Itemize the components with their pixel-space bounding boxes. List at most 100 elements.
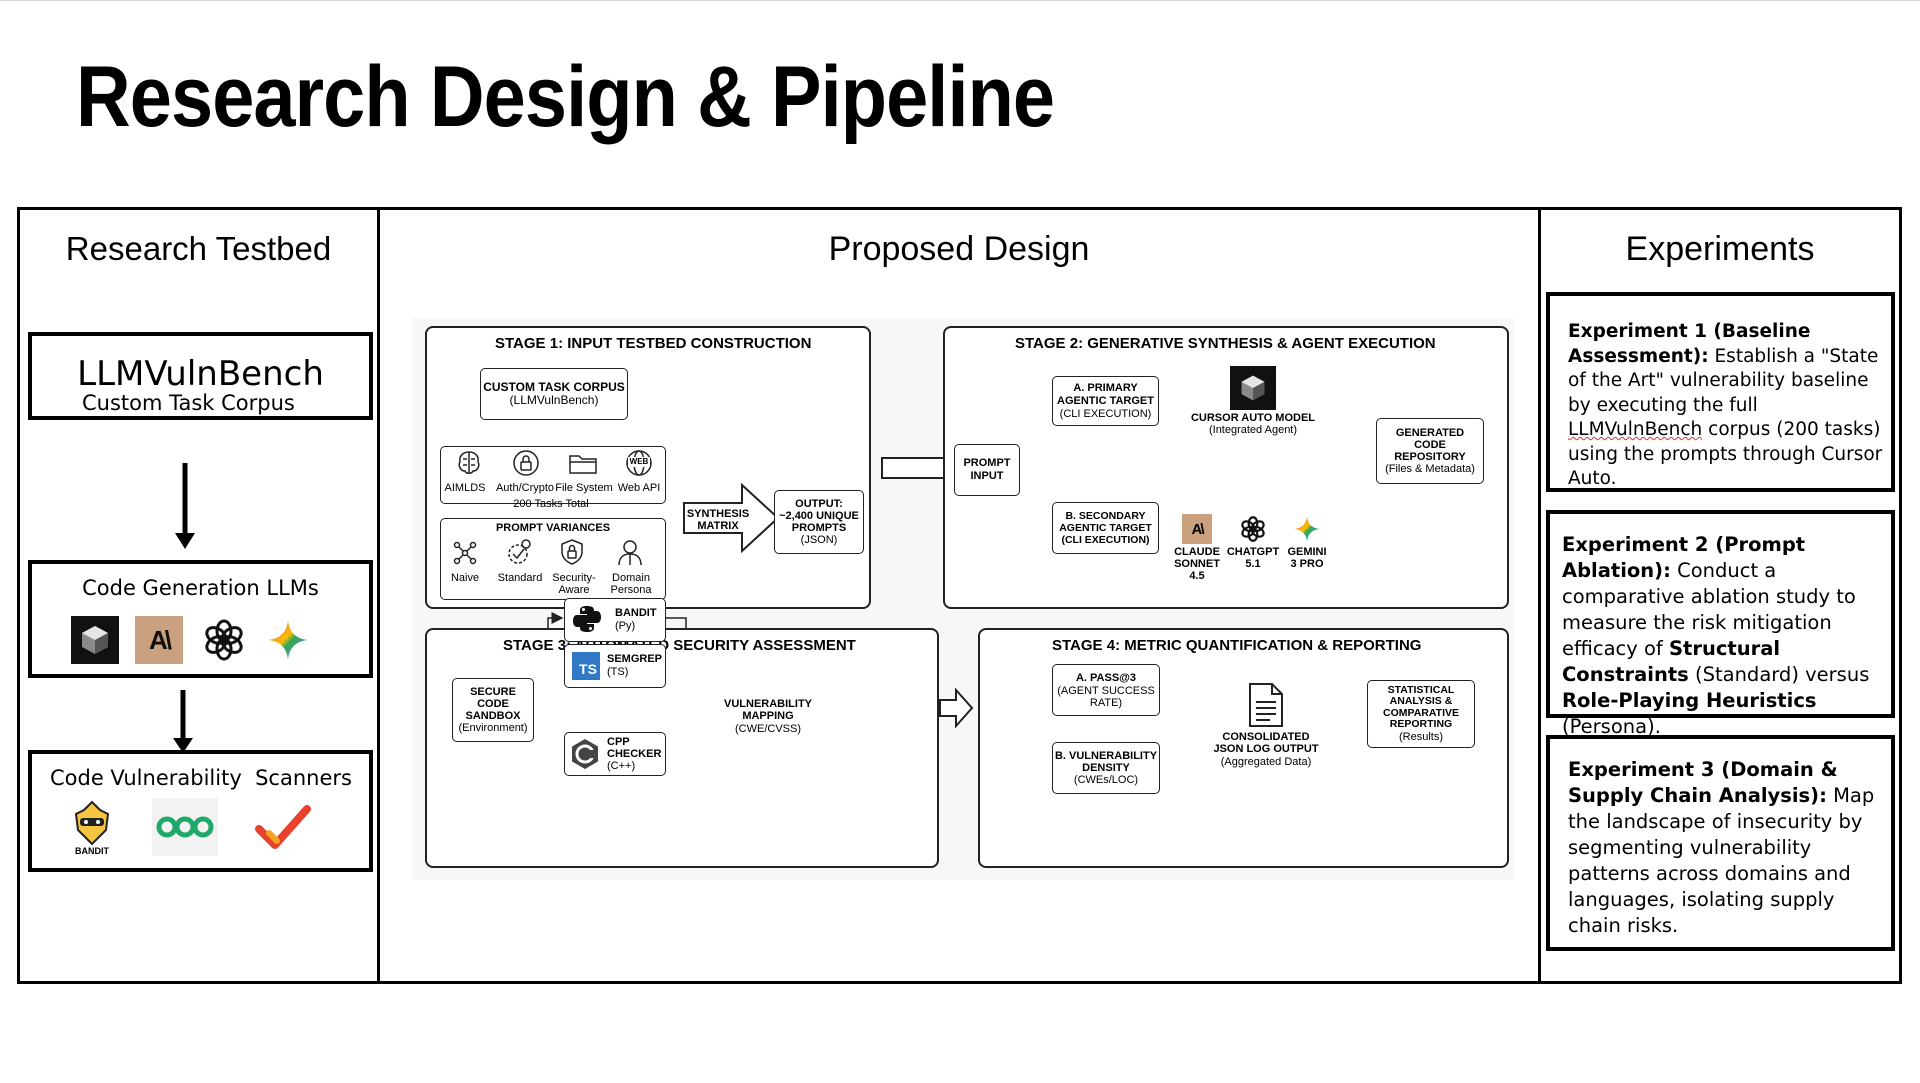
scanners-box: Code Vulnerability Scanners BANDIT — [28, 750, 373, 872]
experiment-1-underlined: LLMVulnBench — [1568, 419, 1703, 440]
density-title: B. VULNERABILITY DENSITY — [1054, 749, 1158, 774]
variance-standard-icon — [504, 538, 532, 571]
domain-folder-icon — [568, 450, 598, 481]
domain-label-auth: Auth/Crypto — [495, 482, 555, 494]
stage-2-box: STAGE 2: GENERATIVE SYNTHESIS & AGENT EX… — [943, 326, 1509, 609]
corpus-subtitle: (LLMVulnBench) — [509, 393, 599, 407]
density-sub: (CWEs/LOC) — [1073, 773, 1139, 786]
model-label-gemini: GEMINI 3 PRO — [1287, 546, 1327, 570]
experiment-3-title: Experiment 3 (Domain & Supply Chain Anal… — [1568, 758, 1838, 807]
mapping-sub: (CWE/CVSS) — [735, 723, 801, 735]
experiment-1-title: Experiment 1 (Baseline Assessment): — [1568, 321, 1811, 367]
arrow-down-2 — [173, 690, 193, 753]
anthropic-logo-icon: A\ — [135, 616, 183, 664]
variance-security-icon — [559, 538, 585, 571]
gemini-logo-icon — [264, 616, 312, 664]
design-heading: Proposed Design — [828, 230, 1090, 268]
experiment-1-text: Experiment 1 (Baseline Assessment): Esta… — [1568, 320, 1884, 492]
tasks-total: 200 Tasks Total — [513, 498, 589, 510]
ts-badge-text: TS — [579, 661, 597, 677]
testbed-heading: Research Testbed — [65, 230, 332, 267]
semgrep-node-title: SEMGREP — [607, 653, 663, 665]
density-node: B. VULNERABILITY DENSITY (CWEs/LOC) — [1052, 742, 1160, 794]
domain-label-filesystem: File System — [555, 482, 613, 494]
primary-target-sub: (CLI EXECUTION) — [1059, 407, 1152, 420]
experiment-2-body-c: (Persona). — [1562, 715, 1661, 738]
experiment-3-text: Experiment 3 (Domain & Supply Chain Anal… — [1568, 757, 1888, 939]
repository-node: GENERATED CODE REPOSITORY (Files & Metad… — [1376, 418, 1484, 484]
experiment-2-box: Experiment 2 (Prompt Ablation): Conduct … — [1546, 510, 1895, 738]
experiment-2-bold-role: Role-Playing Heuristics — [1562, 689, 1817, 712]
cpp-icon — [570, 738, 600, 775]
pipeline-diagram: STAGE 1: INPUT TESTBED CONSTRUCTION CUST… — [412, 318, 1514, 880]
model-label-chatgpt: CHATGPT 5.1 — [1226, 546, 1280, 570]
python-icon — [572, 604, 602, 639]
json-log-sub: (Aggregated Data) — [1220, 756, 1312, 768]
domain-label-aimlds: AIMLDS — [444, 482, 486, 494]
sandbox-node: SECURE CODE SANDBOX (Environment) — [452, 678, 534, 742]
stage-3-box: STAGE 3: AUTOMATED SECURITY ASSESSMENT — [425, 628, 939, 868]
semgrep-node-sub: (TS) — [607, 666, 629, 678]
secondary-target-title: B. SECONDARY AGENTIC TARGET (CLI EXECUTI… — [1059, 510, 1152, 546]
bandit-node: BANDIT (Py) — [564, 598, 666, 642]
bandit-node-title: BANDIT — [615, 607, 657, 619]
corpus-node: CUSTOM TASK CORPUS (LLMVulnBench) — [480, 368, 628, 420]
output-node: OUTPUT: ~2,400 UNIQUE PROMPTS (JSON) — [774, 490, 864, 554]
semgrep-node: SEMGREP (TS) — [564, 644, 666, 688]
testbed-panel: Research Testbed LLMVulnBench Custom Tas… — [17, 207, 380, 984]
experiment-1-body-a: Establish a "State of the Art" vulnerabi… — [1568, 345, 1879, 416]
chatgpt-icon — [1238, 514, 1268, 544]
domain-web-icon: WEB — [624, 449, 654, 482]
prompt-input-node: PROMPT INPUT — [954, 444, 1020, 496]
bandit-caption: BANDIT — [75, 846, 109, 856]
repository-title: GENERATED CODE REPOSITORY — [1394, 426, 1466, 463]
variance-naive-label: Naive — [450, 572, 480, 584]
cursor-model-title: CURSOR AUTO MODEL — [1190, 412, 1316, 424]
pass-at-3-node: A. PASS@3 (AGENT SUCCESS RATE) — [1052, 664, 1160, 716]
experiment-3-box: Experiment 3 (Domain & Supply Chain Anal… — [1546, 735, 1895, 951]
experiment-2-title: Experiment 2 (Prompt Ablation): — [1562, 533, 1806, 582]
stage-1-title: STAGE 1: INPUT TESTBED CONSTRUCTION — [495, 335, 812, 352]
experiment-1-body-b: corpus (200 tasks) using the prompts thr… — [1568, 419, 1883, 489]
model-label-claude: CLAUDE SONNET 4.5 — [1174, 546, 1220, 582]
primary-target-node: A. PRIMARY AGENTIC TARGET (CLI EXECUTION… — [1052, 376, 1159, 426]
experiments-heading: Experiments — [1625, 230, 1815, 268]
cursor-logo-icon — [71, 616, 119, 664]
variances-title: PROMPT VARIANCES — [495, 522, 611, 534]
primary-target-title: A. PRIMARY AGENTIC TARGET — [1057, 381, 1154, 407]
corpus-title: CUSTOM TASK CORPUS — [483, 380, 625, 394]
stage-3-title: STAGE 3: AUTOMATED SECURITY ASSESSMENT — [503, 637, 856, 654]
bench-subtitle: Custom Task Corpus — [82, 391, 295, 415]
llms-box: Code Generation LLMs A\ — [28, 560, 373, 678]
repository-sub: (Files & Metadata) — [1385, 462, 1475, 475]
output-subtitle: (JSON) — [800, 533, 838, 546]
stage-2-title: STAGE 2: GENERATIVE SYNTHESIS & AGENT EX… — [1015, 335, 1436, 352]
variance-persona-icon — [616, 538, 644, 571]
sandbox-sub: (Environment) — [458, 721, 528, 734]
experiment-2-bold-structural: Structural Constraints — [1562, 637, 1781, 686]
stats-sub: (Results) — [1398, 730, 1443, 743]
cppcheck-node-sub: (C++) — [607, 759, 636, 772]
domain-lock-icon — [512, 449, 540, 482]
experiment-1-box: Experiment 1 (Baseline Assessment): Esta… — [1546, 292, 1895, 492]
variance-standard-label: Standard — [497, 572, 543, 584]
experiment-3-body: Map the landscape of insecurity by segme… — [1568, 784, 1875, 937]
bench-name: LLMVulnBench — [77, 354, 324, 394]
sandbox-title: SECURE CODE SANDBOX — [465, 685, 521, 722]
cursor-model-sub: (Integrated Agent) — [1208, 424, 1298, 436]
domain-label-webapi: Web API — [617, 482, 661, 494]
secondary-target-node: B. SECONDARY AGENTIC TARGET (CLI EXECUTI… — [1052, 502, 1159, 554]
json-log-title: CONSOLIDATED JSON LOG OUTPUT — [1213, 731, 1319, 755]
top-divider — [0, 0, 1920, 1]
typescript-icon: TS — [572, 652, 600, 680]
arrow-down-1 — [175, 463, 195, 549]
bandit-logo-icon: BANDIT — [70, 800, 114, 860]
claude-icon: A\ — [1182, 514, 1212, 544]
stage-4-title: STAGE 4: METRIC QUANTIFICATION & REPORTI… — [1052, 637, 1422, 654]
bench-box: LLMVulnBench Custom Task Corpus — [28, 332, 373, 420]
cursor-model-icon — [1230, 366, 1276, 410]
openai-logo-icon — [200, 616, 248, 664]
bandit-node-sub: (Py) — [615, 620, 636, 632]
experiments-panel: Experiments Experiment 1 (Baseline Asses… — [1538, 207, 1902, 984]
synthesis-label: SYNTHESIS MATRIX — [686, 508, 750, 532]
